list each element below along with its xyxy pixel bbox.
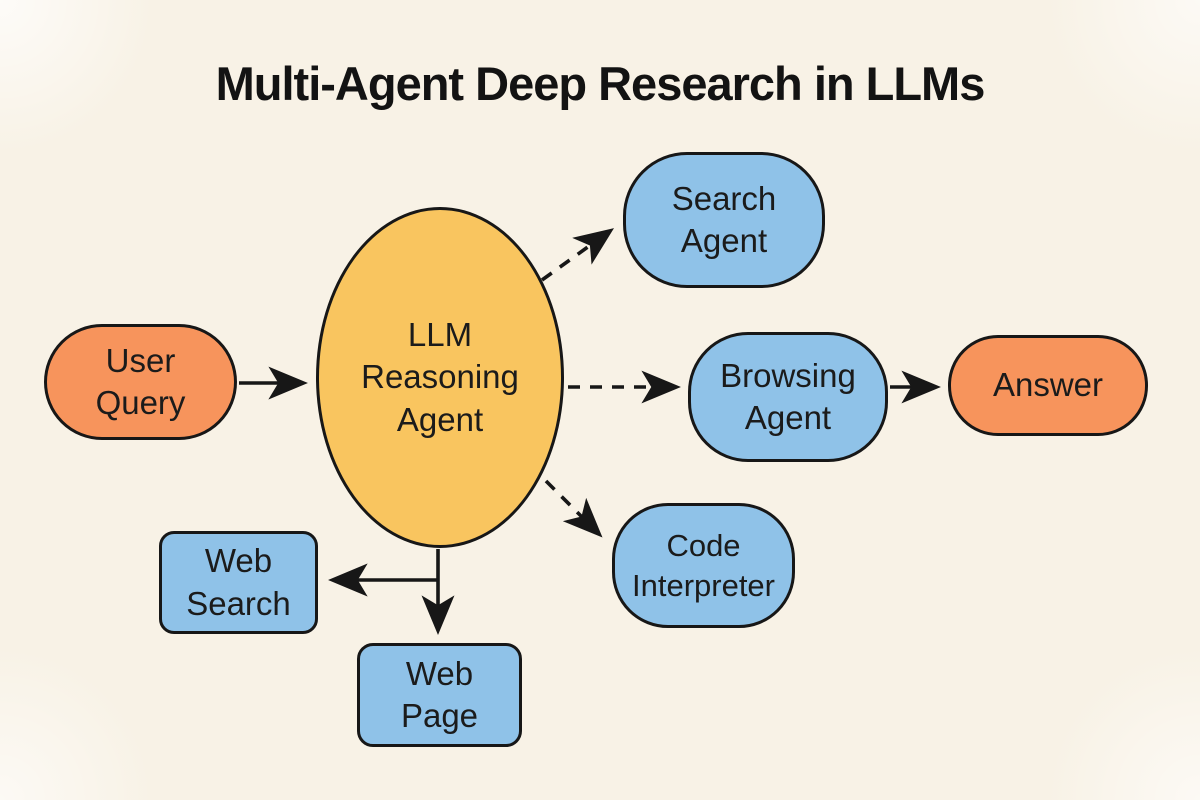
node-code-interpreter-label: Code Interpreter	[631, 527, 775, 603]
edge-llm-to-code-interpreter	[544, 479, 603, 538]
edge-llm-to-search-agent	[540, 228, 615, 282]
node-llm-reasoning-agent-label: LLM Reasoning Agent	[361, 316, 519, 438]
node-search-agent-label: Search Agent	[671, 179, 777, 259]
node-web-page-label: Web Page	[400, 654, 479, 734]
node-web-search: Web Search	[159, 531, 318, 634]
node-answer: Answer	[948, 335, 1148, 436]
node-web-page: Web Page	[357, 643, 522, 747]
diagram-title: Multi-Agent Deep Research in LLMs	[215, 57, 986, 110]
node-code-interpreter: Code Interpreter	[612, 503, 795, 628]
node-user-query-label: User Query	[95, 341, 186, 421]
node-user-query: User Query	[44, 324, 237, 440]
node-browsing-agent: Browsing Agent	[688, 332, 888, 462]
node-llm-reasoning-agent: LLM Reasoning Agent	[316, 207, 564, 548]
node-search-agent: Search Agent	[623, 152, 825, 288]
node-browsing-agent-label: Browsing Agent	[720, 356, 856, 436]
node-web-search-label: Web Search	[186, 542, 291, 622]
node-answer-label: Answer	[992, 366, 1104, 404]
